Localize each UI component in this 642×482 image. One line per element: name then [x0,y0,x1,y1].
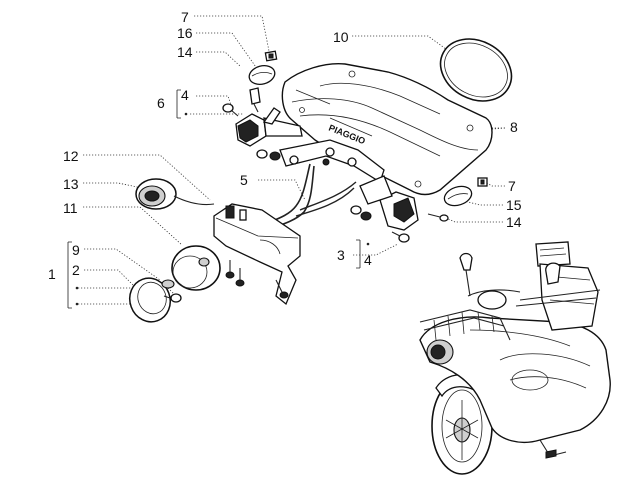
callout-7-right: 7 [508,178,516,194]
callout-16: 16 [177,25,193,41]
callout-14-top: 14 [177,44,193,60]
callout-13: 13 [63,176,79,192]
group-bracket-3 [356,239,370,269]
callout-14-right: 14 [506,214,522,230]
screw-right-part-4 [391,231,410,243]
screw-right-part-14 [427,213,449,222]
screws-bracket [225,260,289,299]
callout-6: 6 [157,95,165,111]
reflector-top-part-16 [248,65,276,85]
callout-3: 3 [337,247,345,263]
callout-1: 1 [48,266,56,282]
gasket-oval-part-10 [439,38,513,102]
callout-10: 10 [333,29,349,45]
reflector-right-part-15 [443,185,473,207]
callout-7-top: 7 [181,9,189,25]
headlamp-lens-part-9 [129,277,171,323]
license-plate-holder: PIAGGIO [281,62,493,196]
group-bracket-1 [67,241,79,309]
turn-signal-right-part-3 [350,175,419,231]
callout-11: 11 [63,200,78,216]
bulb-part-2 [161,279,182,303]
auxiliary-light-part-13 [135,178,215,210]
screw-left-part-4 [222,103,239,117]
headlamp-housing-part-11 [171,245,221,291]
nut-top-part-7 [264,50,278,62]
group-bracket-6 [176,89,188,119]
nut-right-part-7 [477,177,488,187]
callout-4-top: 4 [181,87,189,103]
callout-9: 9 [72,242,80,258]
screw-left-top [249,87,261,113]
callout-12: 12 [63,148,79,164]
turn-signal-left-part-6 [235,107,303,161]
callout-5: 5 [240,172,248,188]
headlamp-bracket-part-12 [213,203,301,306]
callout-8: 8 [510,119,518,135]
callout-4-right: 4 [364,252,372,268]
callout-2: 2 [72,262,80,278]
callout-15: 15 [506,197,522,213]
scooter-illustration [419,241,611,475]
wiring-harness-part-5 [269,163,357,229]
